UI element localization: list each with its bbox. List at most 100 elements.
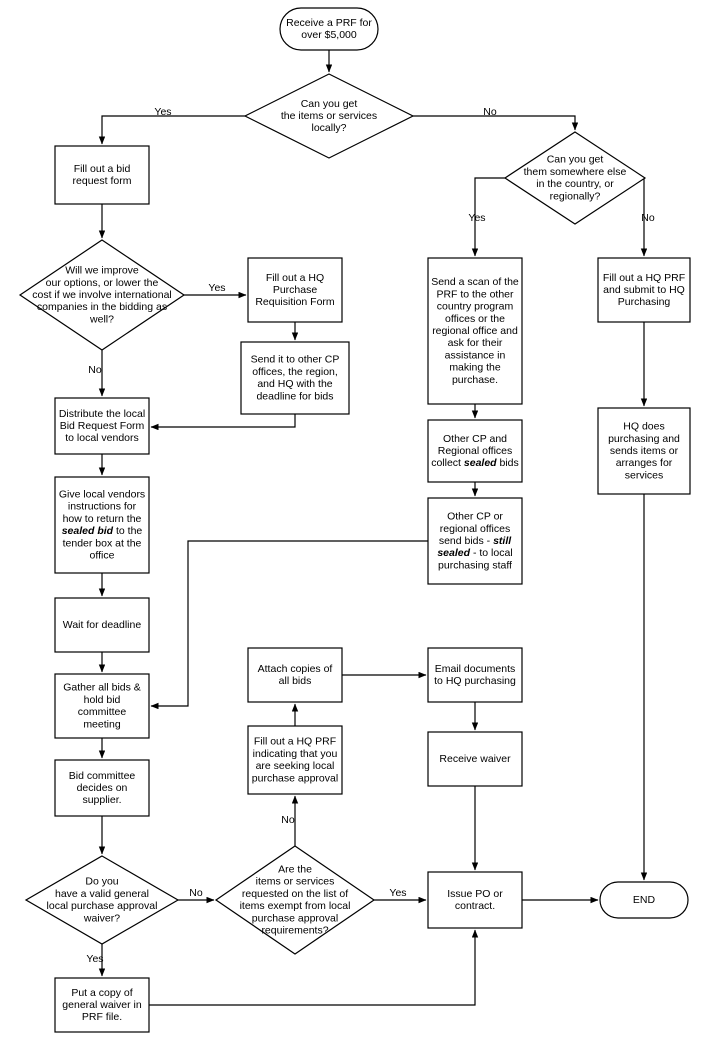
- node-sendscan-text-line: ask for their: [448, 337, 503, 349]
- node-hqdoes-text-line: sends items or: [610, 445, 679, 457]
- node-attach-text-line: Attach copies of: [258, 663, 333, 675]
- node-givevendors-text-line: instructions for: [68, 500, 137, 512]
- node-decides-text-line: Bid committee: [69, 770, 136, 782]
- node-shape-rect: [597, 257, 691, 323]
- edge-sendbids-to-gather: [150, 540, 428, 710]
- node-putcopy-text-line: PRF file.: [82, 1011, 122, 1023]
- node-hqpurchreq-text-line: Requisition Form: [255, 296, 335, 308]
- node-sendcp-text-line: offices, the region,: [252, 366, 338, 378]
- node-sendscan-text-line: assistance in: [445, 349, 506, 361]
- node-collect-text-line: Other CP and: [443, 433, 507, 445]
- node-gather[interactable]: Gather all bids &hold bidcommitteemeetin…: [54, 673, 150, 739]
- node-fillhqprf-text-line: indicating that you: [253, 748, 338, 760]
- edge-d1-to-bidreq: [98, 115, 245, 145]
- node-shape-terminator: [279, 7, 379, 51]
- node-sendscan-text-line: PRF to the other: [436, 288, 514, 300]
- node-shape-rect: [54, 759, 150, 817]
- node-email-text-line: Email documents: [435, 663, 516, 675]
- node-shape-rect: [247, 725, 343, 795]
- node-d5-text-line: Are the: [278, 863, 312, 875]
- node-waiver-text-line: Receive waiver: [439, 753, 511, 765]
- node-collect-text-line: collect sealed bids: [431, 457, 519, 469]
- node-shape-rect: [54, 673, 150, 739]
- node-d1-text-line: Can you get: [301, 98, 358, 110]
- node-shape-rect: [54, 597, 150, 653]
- node-waiver[interactable]: Receive waiver: [427, 731, 523, 787]
- node-distribute-text-line: Distribute the local: [59, 408, 145, 420]
- node-shape-diamond: [214, 845, 376, 955]
- node-shape-rect: [54, 145, 150, 205]
- node-shape-diamond: [503, 131, 647, 225]
- node-gather-text-line: hold bid: [84, 694, 121, 706]
- node-sendscan-text-line: making the: [449, 361, 501, 373]
- node-shape-rect: [54, 397, 150, 455]
- node-putcopy-text-line: general waiver in: [62, 999, 142, 1011]
- node-shape-rect: [247, 257, 343, 323]
- node-shape-rect: [247, 647, 343, 703]
- node-d5-text-line: items exempt from local: [240, 900, 351, 912]
- node-d4-text-line: have a valid general: [55, 888, 149, 900]
- node-hqdoes-text-line: services: [625, 469, 664, 481]
- node-shape-rect: [427, 497, 523, 585]
- node-d1-text-line: the items or services: [281, 110, 377, 122]
- edge-label-d4-no: No: [189, 887, 203, 899]
- node-hqprf-text-line: Fill out a HQ PRF: [603, 272, 685, 284]
- node-wait[interactable]: Wait for deadline: [54, 597, 150, 653]
- node-fillhqprf-text-line: Fill out a HQ PRF: [254, 735, 336, 747]
- node-givevendors-text-line: Give local vendors: [59, 488, 145, 500]
- node-hqprf-text-line: Purchasing: [618, 296, 671, 308]
- node-distribute-text-line: Bid Request Form: [60, 420, 145, 432]
- node-d2-text-line: well?: [89, 313, 114, 325]
- node-sendscan-text-line: regional office and: [432, 325, 518, 337]
- node-bidreq-text-line: request form: [73, 175, 132, 187]
- node-issuepo-text-line: Issue PO or: [447, 888, 503, 900]
- node-collect-text-line: Regional offices: [438, 445, 513, 457]
- node-end[interactable]: END: [599, 881, 689, 919]
- node-bidreq-text-line: Fill out a bid: [74, 163, 131, 175]
- node-d2-text-line: cost if we involve international: [32, 289, 172, 301]
- node-hqprf-text-line: and submit to HQ: [603, 284, 685, 296]
- node-sendbids-text-line: regional offices: [440, 523, 510, 535]
- node-d4-text-line: waiver?: [83, 912, 120, 924]
- node-hqdoes-text-line: arranges for: [616, 457, 673, 469]
- node-shape-terminator: [599, 881, 689, 919]
- node-issuepo-text-line: contract.: [455, 900, 495, 912]
- node-distribute-text-line: to local vendors: [65, 432, 139, 444]
- node-shape-diamond: [18, 239, 186, 351]
- node-start-text-line: over $5,000: [301, 29, 357, 41]
- node-sendbids-text-line: purchasing staff: [438, 559, 512, 571]
- node-gather-text-line: Gather all bids &: [63, 681, 141, 693]
- node-shape-rect: [597, 407, 691, 495]
- node-sendcp-text-line: deadline for bids: [256, 390, 333, 402]
- node-hqdoes-text-line: purchasing and: [608, 433, 680, 445]
- node-d3-text-line: in the country, or: [536, 178, 614, 190]
- node-sendcp-text-line: and HQ with the: [257, 378, 332, 390]
- node-givevendors-text-line: sealed bid to the: [62, 525, 143, 537]
- edge-label-d5-no: No: [281, 814, 295, 826]
- edge-label-d2-yes: Yes: [208, 282, 225, 294]
